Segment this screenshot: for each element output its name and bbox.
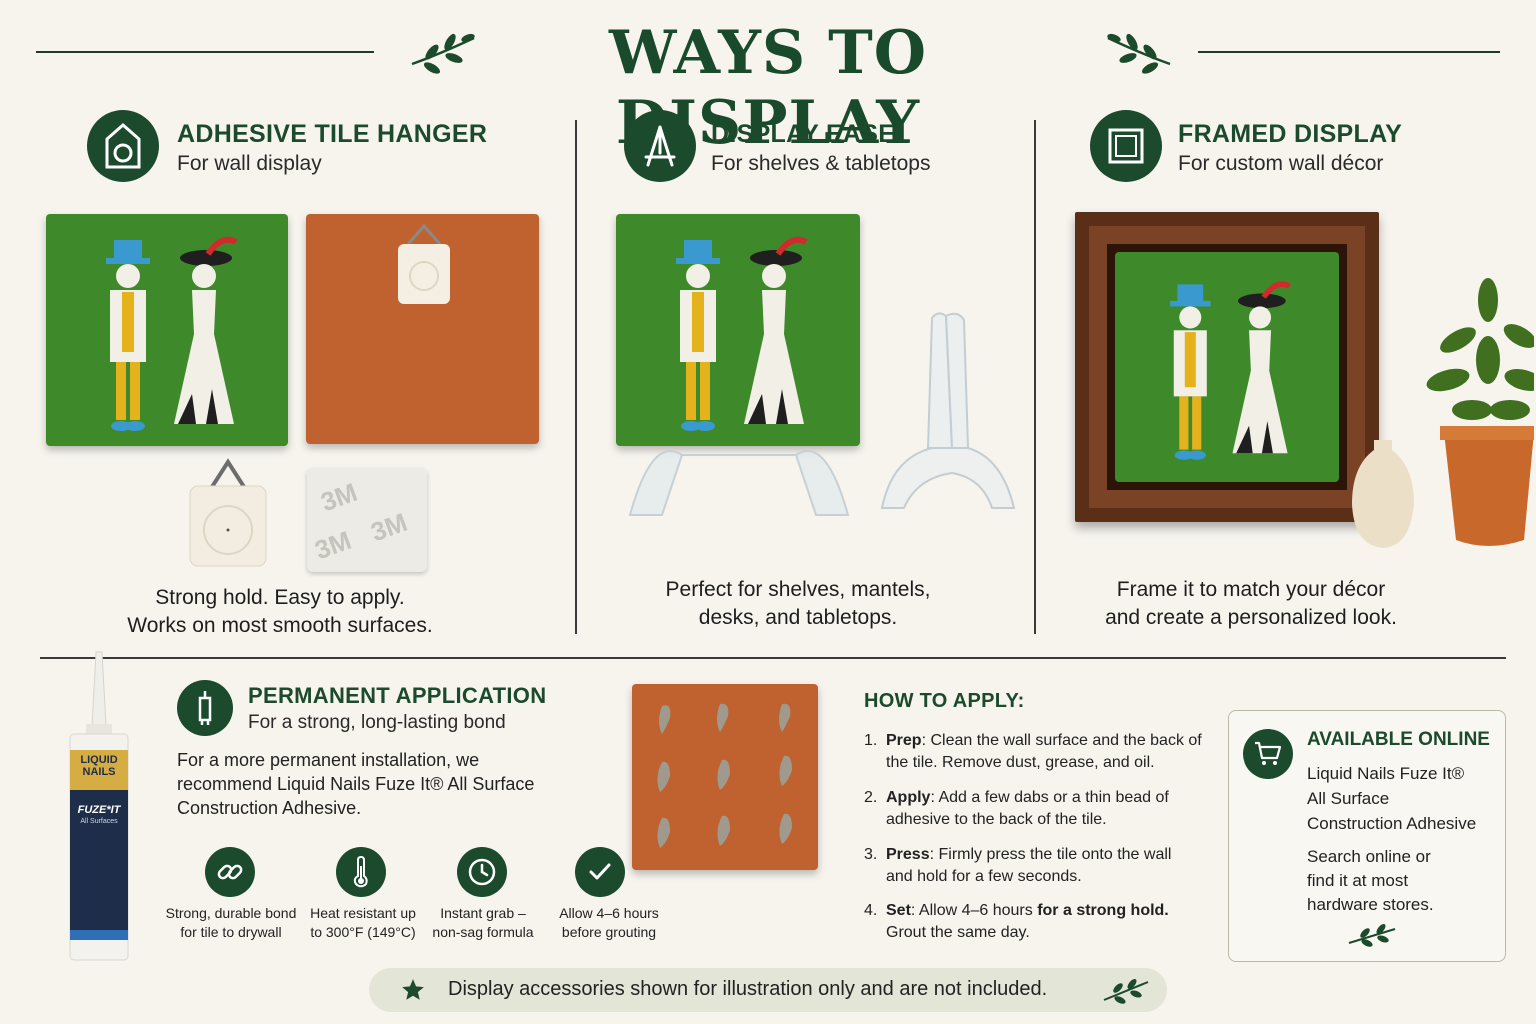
title-rule-right bbox=[1198, 51, 1500, 53]
skeleton-couple-tile bbox=[616, 214, 860, 446]
feature-text: Heat resistant up to 300°F (149°C) bbox=[310, 905, 416, 940]
easel-icon bbox=[624, 110, 696, 182]
section-title: ADHESIVE TILE HANGER bbox=[177, 120, 488, 148]
decor-vase-and-plant bbox=[1352, 278, 1534, 548]
section-title: FRAMED DISPLAY bbox=[1178, 120, 1403, 148]
section-subtitle: For a strong, long-lasting bond bbox=[248, 712, 506, 733]
tape-brand-mark: 3M bbox=[316, 476, 361, 518]
display-easel bbox=[628, 450, 850, 516]
section-caption: Perfect for shelves, mantels, desks, and… bbox=[665, 578, 931, 629]
product-tagline: All Surfaces bbox=[80, 818, 118, 825]
available-online-card: AVAILABLE ONLINE Liquid Nails Fuze It® A… bbox=[1228, 710, 1506, 962]
section-subtitle: For wall display bbox=[177, 152, 322, 175]
checkmark-icon bbox=[575, 847, 625, 897]
adhesive-hanger bbox=[189, 458, 267, 567]
online-product: Liquid Nails Fuze It® All Surface Constr… bbox=[1307, 764, 1477, 833]
product-name: FUZE*IT bbox=[77, 804, 121, 816]
skeleton-couple-tile bbox=[46, 214, 288, 446]
how-to-step: 3. Press: Firmly press the tile onto the… bbox=[864, 846, 1172, 885]
skeleton-couple-tile bbox=[1115, 252, 1339, 482]
leaf-sprig-icon bbox=[1103, 979, 1149, 1004]
section-title: PERMANENT APPLICATION bbox=[248, 683, 547, 708]
star-icon bbox=[402, 979, 424, 1000]
adhesive-tube-icon bbox=[177, 680, 233, 736]
disclaimer-text: Display accessories shown for illustrati… bbox=[448, 978, 1048, 1000]
disclaimer-banner bbox=[369, 968, 1167, 1012]
permanent-description: For a more permanent installation, we re… bbox=[177, 750, 535, 818]
section-title: DISPLAY EASEL bbox=[711, 120, 911, 148]
clock-icon bbox=[457, 847, 507, 897]
section-subtitle: For shelves & tabletops bbox=[711, 152, 931, 175]
leaf-sprig-icon bbox=[1107, 33, 1171, 74]
shopping-cart-icon bbox=[1243, 729, 1293, 779]
frame-icon bbox=[1090, 110, 1162, 182]
thermometer-icon bbox=[336, 847, 386, 897]
leaf-sprig-icon bbox=[1348, 924, 1396, 947]
how-to-step: 2. Apply: Add a few dabs or a thin bead … bbox=[864, 789, 1169, 828]
online-search-hint: Search online or find it at most hardwar… bbox=[1307, 847, 1434, 914]
leaf-sprig-icon bbox=[411, 33, 475, 74]
tile-back bbox=[306, 214, 539, 444]
tape-brand-mark: 3M bbox=[366, 506, 411, 548]
how-to-step: 4. Set: Allow 4–6 hours for a strong hol… bbox=[864, 902, 1169, 941]
chain-link-icon bbox=[205, 847, 255, 897]
online-title: AVAILABLE ONLINE bbox=[1307, 729, 1490, 750]
section-subtitle: For custom wall décor bbox=[1178, 152, 1384, 175]
display-easel bbox=[880, 312, 1016, 509]
adhesive-tube-product: LIQUID NAILS FUZE*IT All Surfaces bbox=[68, 650, 130, 964]
how-to-step: 1. Prep: Clean the wall surface and the … bbox=[864, 732, 1202, 771]
column-divider bbox=[1034, 120, 1036, 634]
tile-hanger-icon bbox=[87, 110, 159, 182]
adhesive-tape-strip: 3M 3M 3M bbox=[307, 468, 427, 572]
section-divider bbox=[40, 657, 1506, 659]
title-rule-left bbox=[36, 51, 374, 53]
how-to-title: HOW TO APPLY: bbox=[864, 690, 1025, 712]
section-caption: Frame it to match your décor and create … bbox=[1105, 578, 1397, 629]
wood-frame bbox=[1075, 212, 1379, 522]
tape-brand-mark: 3M bbox=[310, 524, 355, 566]
product-brand: LIQUID NAILS bbox=[80, 754, 118, 778]
feature-text: Instant grab – non-sag formula bbox=[432, 905, 534, 940]
feature-text: Strong, durable bond for tile to drywall bbox=[165, 905, 297, 940]
feature-text: Allow 4–6 hours before grouting bbox=[559, 905, 659, 940]
page-title: WAYS TO DISPLAY bbox=[608, 18, 928, 158]
column-divider bbox=[575, 120, 577, 634]
section-caption: Strong hold. Easy to apply. Works on mos… bbox=[127, 586, 433, 637]
tile-back-with-adhesive bbox=[632, 684, 818, 870]
